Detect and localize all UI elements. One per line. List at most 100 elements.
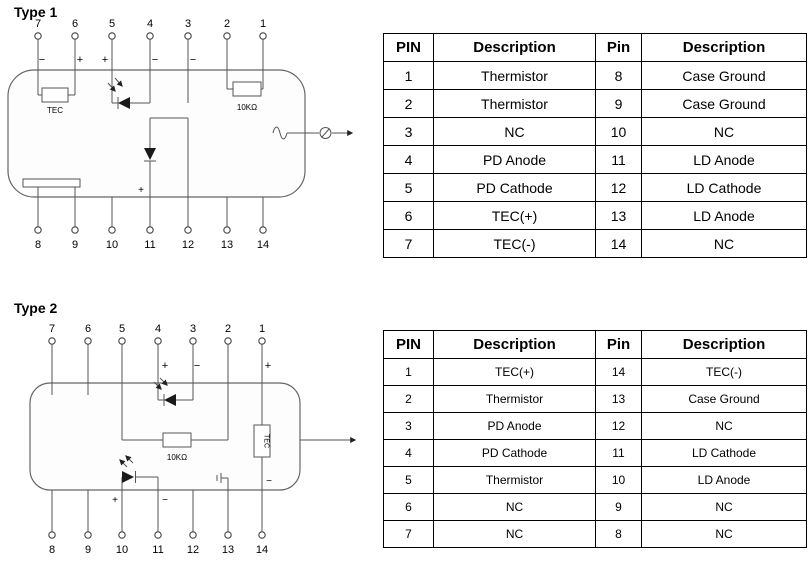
table-row: 4 PD Anode 11 LD Anode [383, 145, 807, 174]
pin-cell: 9 [595, 493, 642, 521]
table-row: 5 Thermistor 10 LD Anode [383, 466, 807, 494]
pin-number: 10 [106, 239, 118, 251]
pin-bottom-11: 11 [152, 531, 164, 556]
pin-number: 7 [35, 18, 41, 30]
pin-number: 14 [256, 544, 268, 556]
pin-number: 4 [147, 18, 153, 30]
table-row: 7 NC 8 NC [383, 520, 807, 548]
pin-number: 5 [119, 323, 125, 335]
table-row: 3 NC 10 NC [383, 117, 807, 146]
desc-cell: NC [433, 117, 596, 146]
desc-cell: LD Cathode [641, 173, 807, 202]
header-cell: PIN [383, 330, 434, 359]
pin-number: 12 [182, 239, 194, 251]
desc-cell: Thermistor [433, 466, 596, 494]
fiber-symbol [272, 126, 288, 140]
polarity-sign: + [77, 54, 83, 66]
desc-cell: NC [641, 520, 807, 548]
thermistor-resistor: 10KΩ [227, 81, 263, 112]
pin-number: 8 [49, 544, 55, 556]
pin-bottom-8: 8 [48, 490, 56, 556]
pin-top-6: 6 [84, 323, 92, 395]
type1-diagram: 7 6 5 4 3 2 1 − + + − − [7, 18, 354, 251]
pin-number: 4 [155, 323, 161, 335]
desc-cell: PD Anode [433, 412, 596, 440]
header-cell: Pin [595, 33, 642, 62]
pin-top-1: 1 [258, 323, 266, 425]
type2-title: Type 2 [14, 300, 58, 316]
pin-cell: 11 [595, 439, 642, 467]
pin-bottom-9: 9 [84, 490, 92, 556]
pin-top-2: 2 [223, 18, 231, 89]
polarity-sign: − [162, 495, 168, 506]
pin-top-1: 1 [259, 18, 267, 89]
pin-bottom-10: 10 [106, 197, 118, 251]
pin-number: 7 [49, 323, 55, 335]
pin-bottom-12: 12 [187, 490, 199, 556]
pin-cell: 2 [383, 385, 434, 413]
pin-top-3: 3 [184, 18, 192, 103]
laser-diode-symbol [144, 117, 189, 227]
pin-cell: 1 [383, 61, 434, 90]
pin-number: 3 [190, 323, 196, 335]
type1-title: Type 1 [14, 4, 58, 20]
pin-bottom-14: 14 [256, 531, 268, 556]
type2-diagram: 7 6 5 4 3 2 1 + − + + − [29, 323, 357, 556]
pin-cell: 8 [595, 61, 642, 90]
header-cell: Pin [595, 330, 642, 359]
polarity-sign: − [266, 476, 272, 487]
polarity-sign: − [152, 54, 158, 66]
pin-cell: 7 [383, 520, 434, 548]
pin-top-3: 3 [189, 323, 197, 400]
header-cell: PIN [383, 33, 434, 62]
header-cell: Description [433, 33, 596, 62]
pin-cell: 9 [595, 89, 642, 118]
pin-number: 9 [85, 544, 91, 556]
thermistor-resistor: 10KΩ [122, 432, 228, 462]
laser-diode-symbol [119, 455, 159, 532]
header-cell: Description [641, 33, 807, 62]
fiber-output [272, 126, 354, 140]
pin-cell: 12 [595, 173, 642, 202]
pin-top-6: 6 [71, 18, 79, 95]
table-row: 6 NC 9 NC [383, 493, 807, 521]
pin-cell: 10 [595, 466, 642, 494]
desc-cell: PD Cathode [433, 439, 596, 467]
pin-bottom-11: 11 [144, 226, 156, 251]
desc-cell: NC [641, 493, 807, 521]
desc-cell: Case Ground [641, 89, 807, 118]
pin-number: 3 [185, 18, 191, 30]
pin-number: 1 [259, 323, 265, 335]
desc-cell: PD Cathode [433, 173, 596, 202]
pin-number: 11 [152, 544, 163, 556]
pin-cell: 3 [383, 412, 434, 440]
table-row: 6 TEC(+) 13 LD Anode [383, 201, 807, 230]
pin-bottom-14: 14 [257, 197, 269, 251]
header-cell: Description [641, 330, 807, 359]
type2-pin-table: PIN Description Pin Description 1 TEC(+)… [383, 330, 807, 548]
photodiode-symbol [153, 377, 193, 406]
pin-cell: 11 [595, 145, 642, 174]
desc-cell: TEC(-) [433, 229, 596, 258]
pin-cell: 13 [595, 201, 642, 230]
case-ground-line [22, 178, 81, 227]
table-row: 2 Thermistor 9 Case Ground [383, 89, 807, 118]
pin-cell: 4 [383, 439, 434, 467]
type1-pin-table: PIN Description Pin Description 1 Thermi… [383, 33, 807, 258]
desc-cell: Case Ground [641, 385, 807, 413]
pin-top-4: 4 [154, 323, 162, 400]
polarity-sign: + [265, 360, 271, 372]
pin-number: 2 [225, 323, 231, 335]
pin-top-2: 2 [224, 323, 232, 440]
desc-cell: LD Anode [641, 466, 807, 494]
pin-cell: 10 [595, 117, 642, 146]
desc-cell: NC [641, 412, 807, 440]
desc-cell: Thermistor [433, 385, 596, 413]
pin-bottom-13: 13 [222, 531, 234, 556]
pin-cell: 4 [383, 145, 434, 174]
tec-label: TEC [263, 434, 270, 448]
pin-top-7: 7 [34, 18, 42, 95]
pin-number: 12 [187, 544, 199, 556]
polarity-sign: − [39, 54, 45, 66]
